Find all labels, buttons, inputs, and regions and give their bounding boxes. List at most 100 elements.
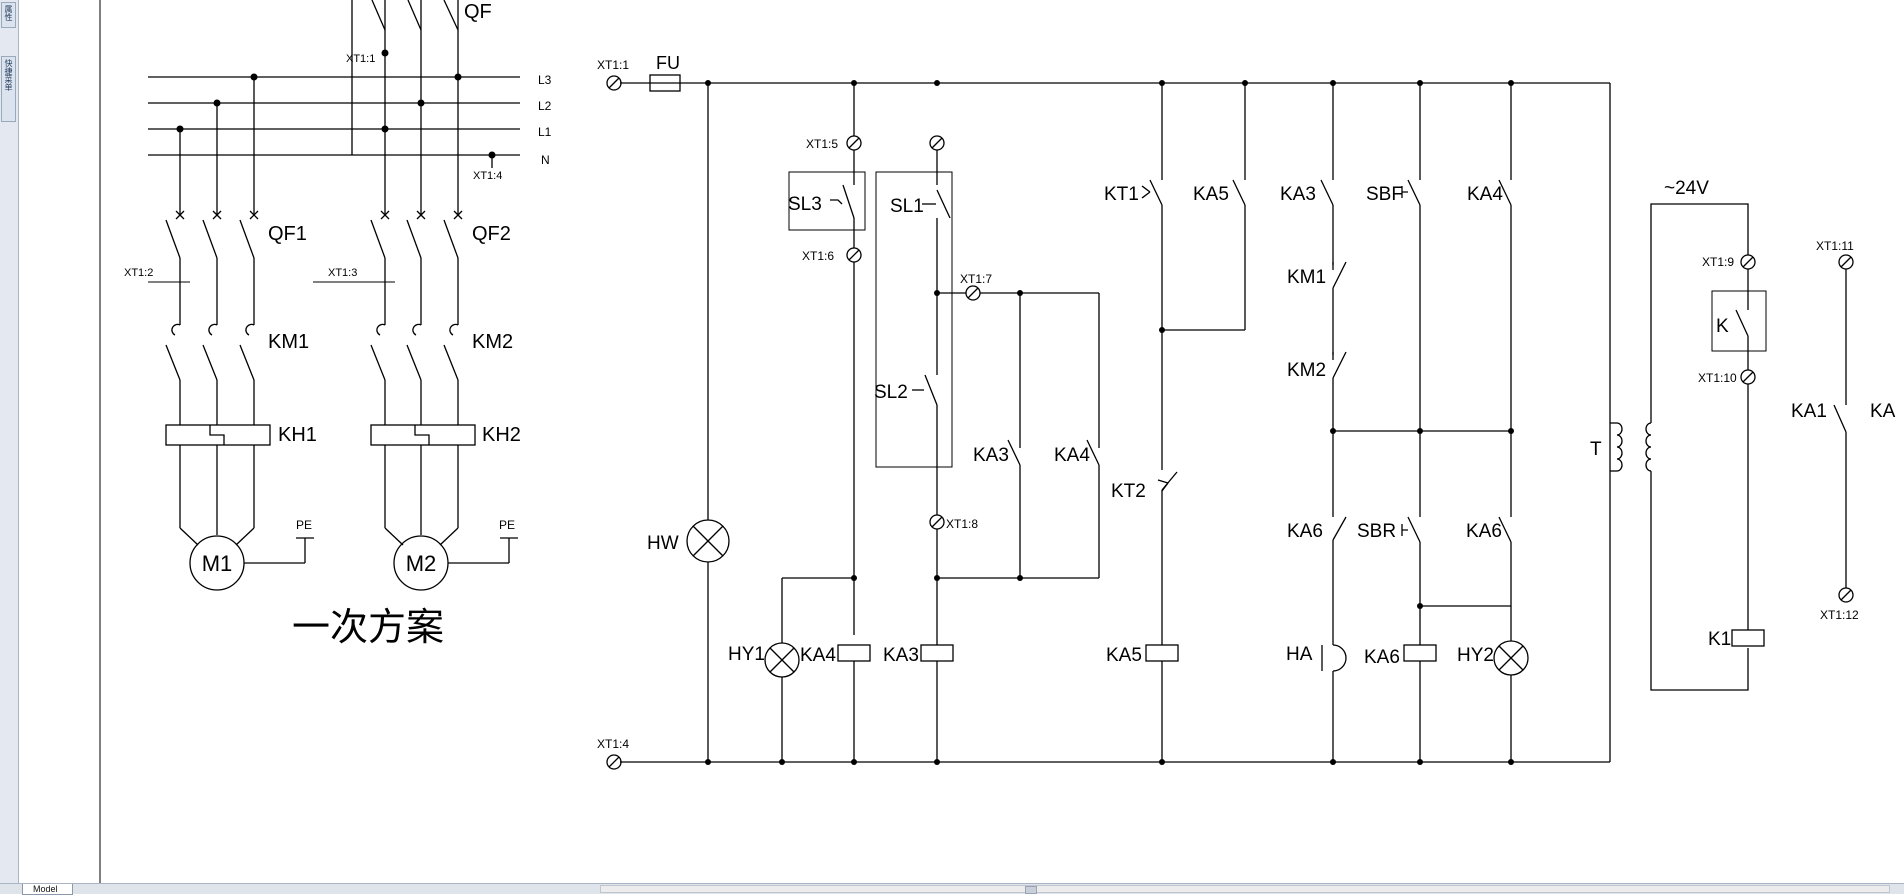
horizontal-scrollbar[interactable] (600, 885, 1890, 894)
hw-label: HW (647, 533, 679, 554)
terminal-xt19: XT1:9 (1702, 255, 1734, 269)
contact-ka4: KA4 (1467, 179, 1512, 206)
switch-sl1: SL1 (890, 189, 951, 219)
button-sbf: SBF (1366, 179, 1421, 206)
fuse-fu: FU (649, 53, 681, 92)
lamp-hy1: HY1 (728, 642, 800, 678)
qf2-label: QF2 (472, 223, 511, 245)
bus-label-l1: L1 (538, 125, 552, 139)
contact-km1-nc: KM1 (1287, 261, 1347, 289)
thermal-relay-kh1: KH1 (165, 424, 317, 446)
terminal-xt112: XT1:12 (1820, 608, 1859, 622)
button-sbr: SBR (1357, 516, 1421, 543)
sbr-label: SBR (1357, 521, 1396, 542)
control-circuit: XT1:1 XT1:4 FU HW XT1:5 (597, 53, 1896, 770)
motor-m1: M1 PE (189, 518, 314, 591)
bottom-status-bar: Model (0, 883, 1904, 895)
ka6-a-label: KA6 (1287, 521, 1323, 542)
contact-ka3-nc: KA3 (973, 439, 1021, 466)
km2-nc-label: KM2 (1287, 360, 1326, 381)
contactor-km2: KM2 (370, 323, 513, 381)
contact-kt2: KT2 (1111, 471, 1178, 502)
kh1-label: KH1 (278, 424, 317, 446)
ka3-coil-label: KA3 (883, 645, 919, 666)
ka3-nc-label: KA3 (973, 445, 1009, 466)
kh2-label: KH2 (482, 424, 521, 446)
quick-menu-label: 快捷菜单 (4, 59, 13, 91)
scrollbar-thumb[interactable] (1025, 886, 1037, 894)
quick-menu-button[interactable]: 快捷菜单 (1, 56, 16, 122)
switch-sl3: SL3 (788, 171, 866, 231)
contact-ka3: KA3 (1280, 179, 1334, 206)
properties-label: 属性 (4, 5, 13, 21)
ka5-contact-label: KA5 (1193, 184, 1229, 205)
bus-label-l2: L2 (538, 99, 552, 113)
contact-ka1: XT1:11 KA1 XT1:12 KA (1791, 239, 1896, 622)
terminal-xt110: XT1:10 (1698, 371, 1737, 385)
thermal-relay-kh2: KH2 (370, 424, 521, 446)
terminal-xt14: XT1:4 (597, 737, 629, 751)
terminal-xt11-primary: XT1:1 (346, 53, 375, 65)
terminal-xt17: XT1:7 (960, 272, 992, 286)
secondary-24v: ~24V XT1:9 K XT1:10 K1 (1650, 178, 1767, 691)
ka5-coil-label: KA5 (1106, 645, 1142, 666)
terminal-xt12: XT1:2 (124, 267, 153, 279)
left-toolbar: 属性 快捷菜单 (0, 0, 19, 894)
switch-sl2: SL2 (874, 374, 938, 406)
km2-label: KM2 (472, 331, 513, 353)
terminal-xt111: XT1:11 (1816, 239, 1854, 253)
properties-button[interactable]: 属性 (1, 2, 16, 28)
ka-cut-label: KA (1870, 401, 1896, 422)
hy2-label: HY2 (1457, 645, 1494, 666)
t-label: T (1590, 439, 1602, 460)
coil-ka3: KA3 (883, 644, 954, 666)
sl1-label: SL1 (890, 196, 924, 217)
drawing-canvas[interactable]: L3 L2 L1 N QF XT1:1 XT1:4 (19, 0, 1904, 884)
ka4-coil-label: KA4 (800, 645, 836, 666)
k-label: K (1716, 316, 1729, 337)
ka3-contact-label: KA3 (1280, 184, 1316, 205)
bus-label-n: N (541, 153, 550, 167)
primary-circuit: L3 L2 L1 N QF XT1:1 XT1:4 (124, 0, 552, 649)
contact-km2-nc: KM2 (1287, 351, 1347, 381)
ha-label: HA (1286, 644, 1313, 665)
primary-scheme-caption: 一次方案 (292, 605, 444, 649)
terminal-xt14-primary: XT1:4 (473, 170, 502, 182)
breaker-qf1: QF1 XT1:2 (124, 210, 307, 325)
m1-label: M1 (202, 551, 233, 576)
m2-label: M2 (406, 551, 437, 576)
buzzer-ha: HA (1286, 644, 1347, 672)
pe1-label: PE (296, 518, 312, 532)
ka1-label: KA1 (1791, 401, 1827, 422)
tab-model[interactable]: Model (22, 884, 73, 895)
terminal-xt18: XT1:8 (946, 517, 978, 531)
sbf-label: SBF (1366, 184, 1403, 205)
electrical-schematic: L3 L2 L1 N QF XT1:1 XT1:4 (99, 0, 1896, 884)
main-breaker-label: QF (464, 1, 492, 23)
ka4-nc-label: KA4 (1054, 445, 1090, 466)
terminal-xt13: XT1:3 (328, 267, 357, 279)
contact-ka4-nc: KA4 (1054, 439, 1100, 466)
coil-ka6: KA6 (1364, 644, 1437, 668)
sl3-label: SL3 (788, 194, 822, 215)
pe2-label: PE (499, 518, 515, 532)
breaker-qf2: QF2 XT1:3 (313, 210, 511, 325)
lamp-hy2: HY2 (1457, 640, 1529, 676)
ka6-coil-label: KA6 (1364, 647, 1400, 668)
sl2-label: SL2 (874, 382, 908, 403)
km1-nc-label: KM1 (1287, 267, 1326, 288)
bus-label-l3: L3 (538, 73, 552, 87)
motor-m2: M2 PE (393, 518, 518, 591)
kt2-label: KT2 (1111, 481, 1146, 502)
hy1-label: HY1 (728, 644, 765, 665)
km1-label: KM1 (268, 331, 309, 353)
terminal-xt15: XT1:5 (806, 137, 838, 151)
v24-label: ~24V (1664, 178, 1709, 199)
transformer-t: T (1590, 410, 1652, 480)
contact-ka6-a: KA6 (1287, 516, 1347, 542)
k1-label: K1 (1708, 629, 1731, 650)
contact-ka6-b: KA6 (1466, 516, 1512, 543)
kt1-label: KT1 (1104, 184, 1139, 205)
ka6-b-label: KA6 (1466, 521, 1502, 542)
contactor-km1: KM1 (165, 323, 309, 381)
